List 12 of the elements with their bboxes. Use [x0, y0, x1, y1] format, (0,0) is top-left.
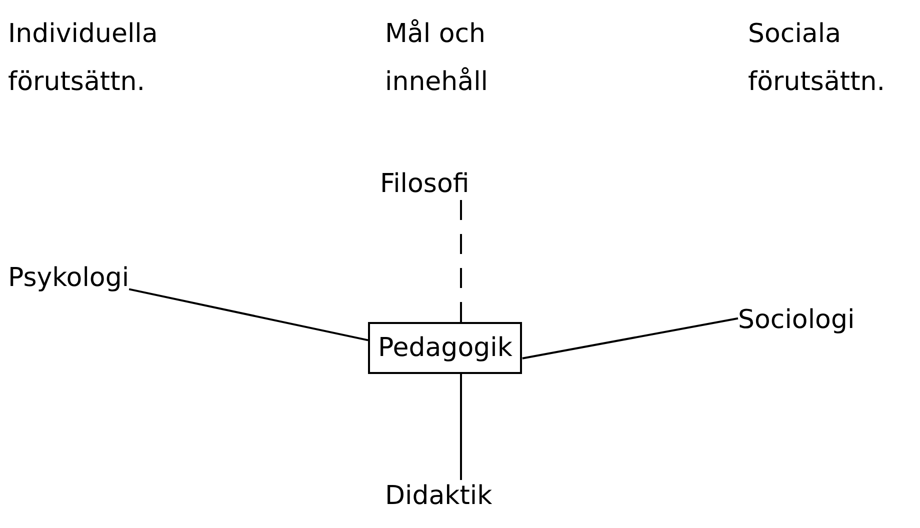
node-label: Filosofi — [380, 168, 470, 200]
dashed-connector — [460, 200, 462, 322]
connector-line — [522, 317, 738, 360]
node-label: Psykologi — [8, 262, 130, 294]
process-box: Pedagogik — [368, 322, 522, 374]
node-label: Didaktik — [385, 480, 492, 512]
heading-text: Sociala förutsättn. — [748, 18, 886, 99]
heading-text: Individuella förutsättn. — [8, 18, 159, 99]
connector-line — [460, 374, 462, 480]
connector-line — [128, 288, 368, 342]
node-label: Sociologi — [738, 304, 855, 336]
heading-text: Mål och innehåll — [385, 18, 490, 99]
